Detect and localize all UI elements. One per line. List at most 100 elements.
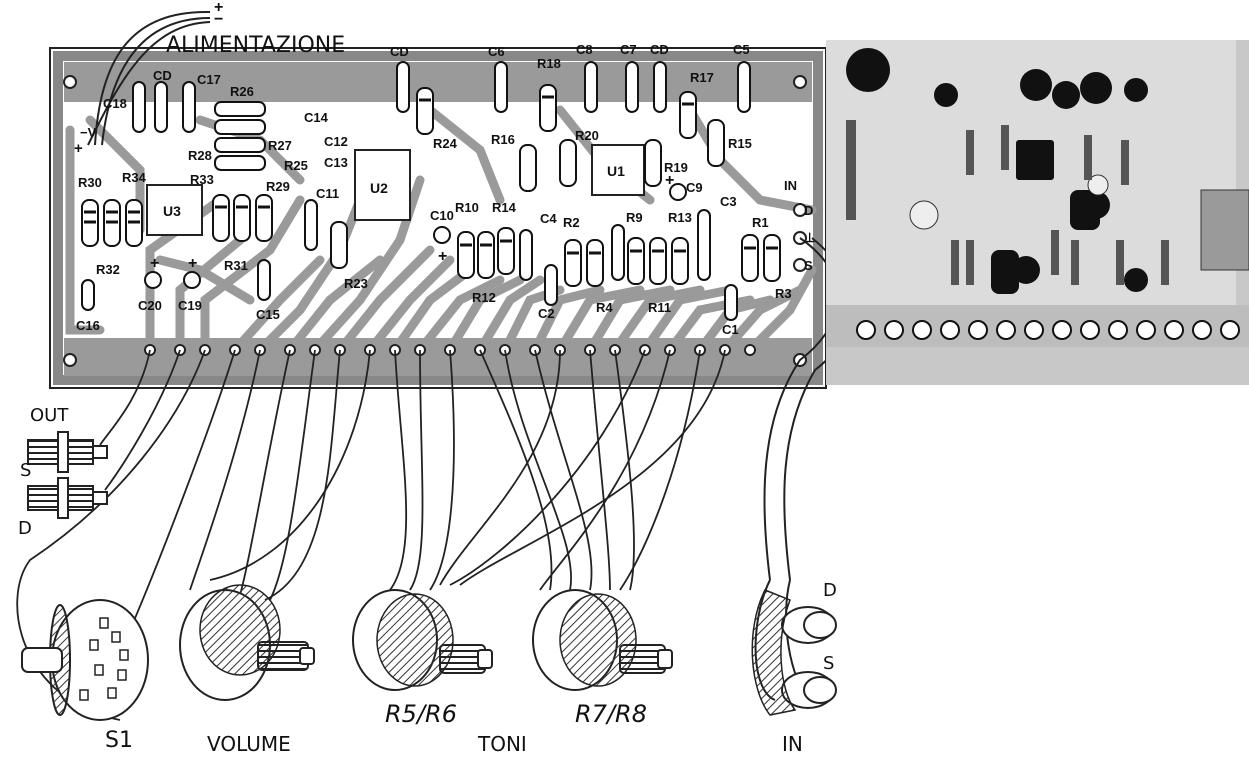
- label-r23: R23: [344, 276, 368, 291]
- pcb-bottom-bus: [64, 338, 812, 376]
- mounting-holes: [63, 75, 807, 367]
- label-r28: R28: [188, 148, 212, 163]
- in-jack-s-label: S: [823, 653, 835, 674]
- label-r30: R30: [78, 175, 102, 190]
- label-c10: C10: [430, 208, 454, 223]
- label-r11: R11: [648, 300, 672, 315]
- label-r9: R9: [626, 210, 643, 225]
- volume-label: VOLUME: [207, 732, 291, 756]
- label-c11: C11: [316, 186, 340, 201]
- label-r3: R3: [775, 286, 792, 301]
- label-r13: R13: [668, 210, 692, 225]
- label-r25: R25: [284, 158, 308, 173]
- ic-label-u3: U3: [163, 203, 181, 219]
- label-c12: C12: [324, 134, 348, 149]
- polarity-plus-c19: +: [188, 255, 198, 272]
- label-c17: C17: [197, 72, 221, 87]
- assembled-board-photo: [826, 40, 1249, 385]
- tone-label: TONI: [478, 732, 527, 756]
- label-c9: C9: [686, 180, 703, 195]
- power-wires: [87, 10, 211, 146]
- label-r4: R4: [596, 300, 613, 315]
- label-r17: R17: [690, 70, 714, 85]
- label-c1: C1: [722, 322, 739, 337]
- label-c14: C14: [304, 110, 328, 125]
- label-c15: C15: [256, 307, 280, 322]
- label-r10: R10: [455, 200, 479, 215]
- label-r27: R27: [268, 138, 292, 153]
- label-r24: R24: [433, 136, 457, 151]
- label-c2: C2: [538, 306, 555, 321]
- label-r19: R19: [664, 160, 688, 175]
- out-jack-s-label: S: [20, 460, 32, 481]
- resistor-bodies: [81, 84, 781, 287]
- pcb-board: [49, 47, 827, 389]
- in-jack-s: [781, 671, 837, 709]
- label-c16: C16: [76, 318, 100, 333]
- label-r20: R20: [575, 128, 599, 143]
- label-r2: R2: [563, 215, 580, 230]
- tone-potentiometer-r7-r8: [532, 589, 673, 691]
- label-r1: R1: [752, 215, 769, 230]
- hookup-wires: [16, 349, 726, 721]
- label-c6: C6: [488, 44, 505, 59]
- label-c8: C8: [576, 42, 593, 57]
- in-cable-shield: [751, 589, 797, 716]
- in-jack-d-label: D: [823, 580, 837, 601]
- pcb-input-label: IN: [784, 178, 797, 193]
- label-cd-3: CD: [650, 42, 669, 57]
- label-r12: R12: [472, 290, 496, 305]
- label-cd-2: CD: [390, 44, 409, 59]
- power-supply-label: ALIMENTAZIONE: [166, 33, 346, 58]
- label-r29: R29: [266, 179, 290, 194]
- polarity-plus-c9: +: [665, 172, 675, 189]
- tone-potentiometer-r5-r6: [352, 589, 493, 691]
- label-r16: R16: [491, 132, 515, 147]
- label-r15: R15: [728, 136, 752, 151]
- pcb-input-pin-ground: ⊥: [804, 230, 816, 245]
- out-jack-label: OUT: [30, 405, 69, 426]
- polarity-plus-c10: +: [438, 248, 448, 265]
- volume-potentiometer: [179, 584, 315, 701]
- power-pad-negative: −V: [80, 125, 97, 140]
- ic-label-u1: U1: [607, 163, 625, 179]
- label-r26: R26: [230, 84, 254, 99]
- label-r34: R34: [122, 170, 146, 185]
- pcb-inner-border: [53, 51, 823, 385]
- ic-u3: [146, 184, 203, 236]
- ic-label-u2: U2: [370, 180, 388, 196]
- power-plus-label: +: [214, 0, 224, 16]
- capacitor-bodies: [81, 61, 751, 321]
- label-c7: C7: [620, 42, 637, 57]
- r5-r6-label: R5/R6: [385, 700, 457, 728]
- photo-graphic: [826, 40, 1249, 385]
- power-pad-positive: +: [74, 140, 83, 157]
- label-c20: C20: [138, 298, 162, 313]
- resistor-bands: [84, 95, 778, 255]
- label-c18: C18: [103, 96, 127, 111]
- in-jack-d: [781, 606, 837, 644]
- label-cd: CD: [153, 68, 172, 83]
- label-c4: C4: [540, 211, 557, 226]
- in-jack-label: IN: [782, 732, 803, 756]
- r7-r8-label: R7/R8: [575, 700, 647, 728]
- out-jack-s: [27, 431, 108, 473]
- label-r18: R18: [537, 56, 561, 71]
- power-minus-label: −: [214, 11, 224, 28]
- pcb-input-pin-s: S: [804, 258, 813, 273]
- out-jack-d-label: D: [18, 518, 32, 539]
- ic-u1: [591, 144, 645, 196]
- label-c3: C3: [720, 194, 737, 209]
- out-jack-d: [27, 477, 108, 519]
- label-r33: R33: [190, 172, 214, 187]
- label-c13: C13: [324, 155, 348, 170]
- label-r31: R31: [224, 258, 248, 273]
- pcb-input-pin-d: D: [804, 203, 814, 218]
- label-c5: C5: [733, 42, 750, 57]
- polarity-plus-c20: +: [150, 255, 160, 272]
- switch-s1-label: S1: [105, 728, 133, 753]
- ic-u2: [354, 149, 411, 221]
- label-c19: C19: [178, 298, 202, 313]
- switch-s1: [21, 599, 149, 721]
